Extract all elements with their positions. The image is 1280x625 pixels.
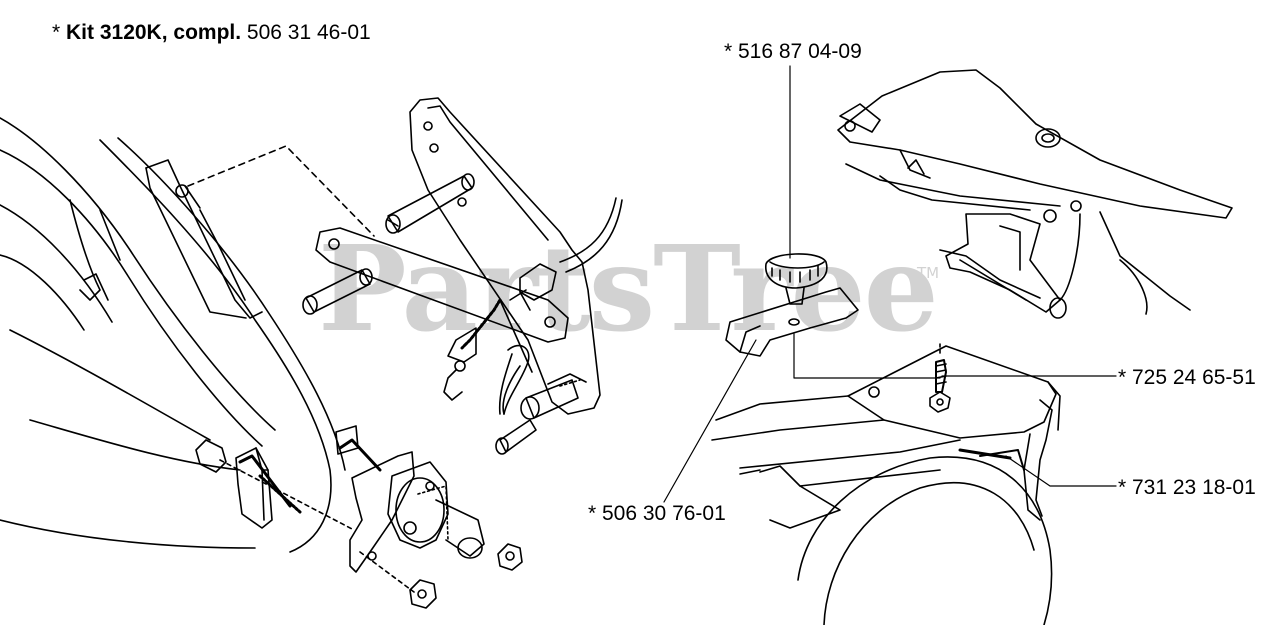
screw-and-nut [929, 343, 951, 413]
connecting-link-plate [315, 227, 569, 343]
kit-part-number: 506 31 46-01 [241, 21, 371, 44]
front-axle-support [939, 200, 1191, 319]
part-label-knob: * 516 87 04-09 [724, 40, 862, 63]
tractor-body-left [0, 117, 346, 553]
deck-frame-rails [711, 395, 961, 529]
part-label-bracket: * 506 30 76-01 [588, 502, 726, 525]
watermark-logo: PartsTree [318, 219, 939, 358]
kit-name: Kit 3120K, compl. [66, 21, 242, 44]
part-label-nut: * 731 23 18-01 [1118, 476, 1256, 499]
kit-title: * Kit 3120K, compl. 506 31 46-01 [52, 21, 371, 45]
part-label-screw: * 725 24 65-51 [1118, 366, 1256, 389]
height-adjuster-bracket [725, 287, 859, 357]
kit-asterisk: * [52, 21, 67, 44]
trademark-symbol: TM [917, 264, 940, 282]
cable-and-spring [443, 197, 623, 401]
adjustment-knob [765, 253, 828, 305]
leader-lines [663, 65, 1117, 503]
mounting-bolts [195, 425, 382, 531]
hitch-adapter [349, 451, 485, 573]
spacer-shaft [495, 379, 579, 455]
lift-arm-bracket [235, 447, 273, 529]
dashed-guide-line [187, 145, 375, 237]
fender-deck-plate [847, 345, 1061, 521]
tractor-hood-right [837, 69, 1233, 219]
hairpin-clip [498, 344, 530, 415]
pivot-bracket-plate [409, 97, 601, 415]
lock-nuts [359, 543, 523, 609]
pivot-pins [302, 173, 475, 315]
rear-tire [797, 448, 1053, 625]
